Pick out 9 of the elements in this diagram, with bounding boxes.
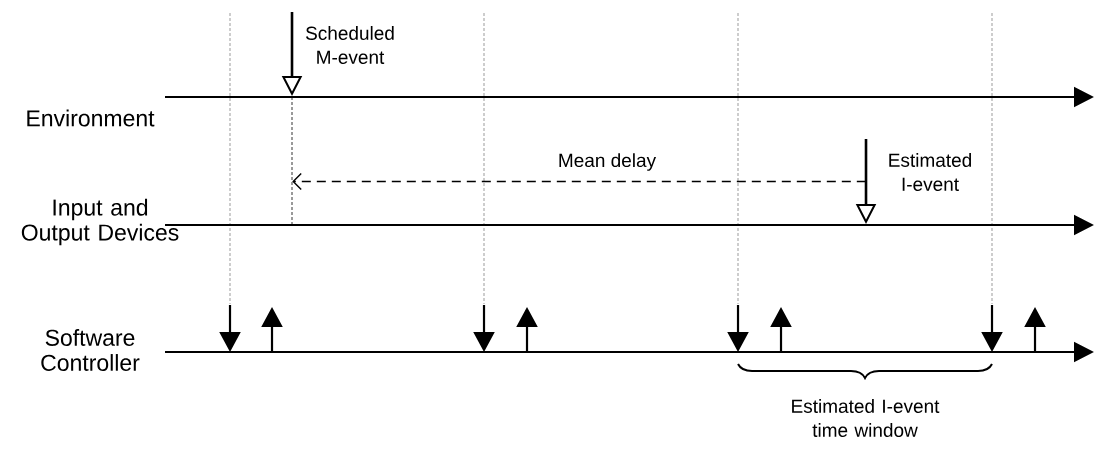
- edge-label: Mean delay: [556, 152, 658, 172]
- lane-label: Input and Output Devices: [21, 198, 179, 246]
- lane-label: Environment: [27, 109, 155, 127]
- event-label: Estimated I-event: [889, 153, 971, 191]
- lane-label: Software Controller: [41, 329, 140, 371]
- window-label: Estimated I-event time window: [792, 399, 940, 437]
- arrow: [292, 172, 867, 191]
- event-label: Scheduled M-event: [305, 26, 394, 64]
- marker-line: [291, 96, 293, 226]
